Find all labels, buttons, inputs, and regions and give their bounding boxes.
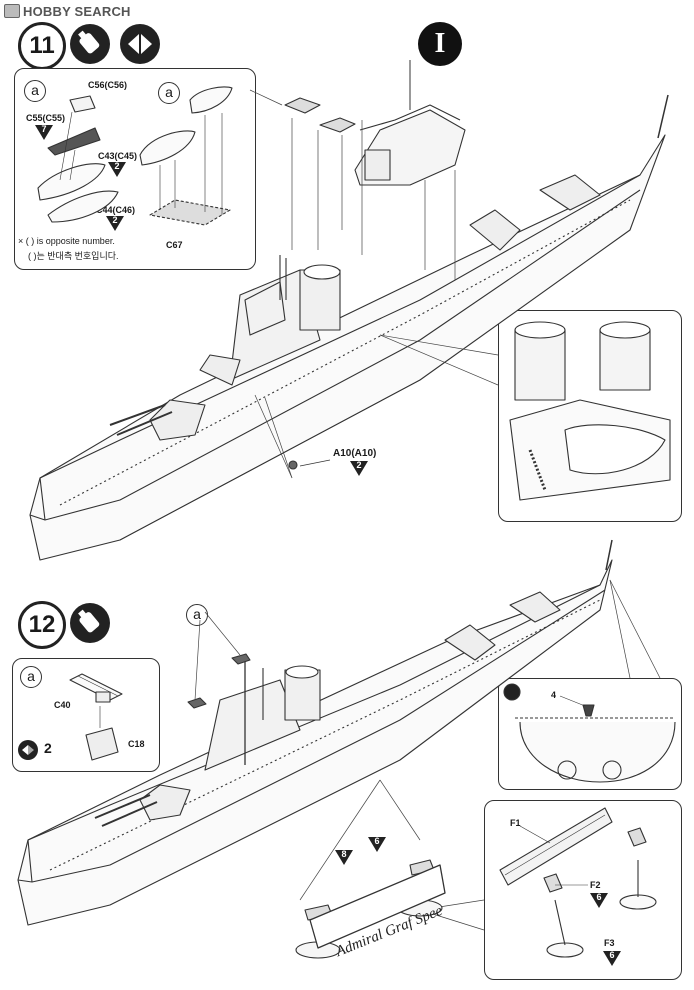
inset-a-marker-right: a xyxy=(158,82,180,104)
c40-c18-drawing xyxy=(69,673,123,761)
part-label-c67: C67 xyxy=(166,240,183,250)
paint-number-c43: 2 xyxy=(114,161,120,171)
paint-number-c44: 2 xyxy=(112,215,118,225)
stand-parts-drawing xyxy=(499,807,657,958)
paint-marker-c44 xyxy=(106,216,124,231)
stern-detail-drawing xyxy=(503,683,676,783)
step-11-exploded-deck xyxy=(284,60,466,186)
step-11-superstructure xyxy=(109,94,669,441)
step-11-guide-lines xyxy=(249,89,499,479)
step-12-inset-a-marker: a xyxy=(20,666,42,688)
paint-marker-c55 xyxy=(35,125,53,140)
step-12-superstructure xyxy=(94,591,561,827)
lifeboat-inset-drawing xyxy=(37,86,233,226)
part-label-c55: C55(C55) xyxy=(26,113,66,123)
part-label-f3: F3 xyxy=(604,938,615,948)
note-opposite-number-korean: ( )는 반대측 번호입니다. xyxy=(28,251,119,261)
inset-a-marker: a xyxy=(24,80,46,102)
part-label-f1: F1 xyxy=(510,818,521,828)
logo-icon xyxy=(4,4,20,18)
part-label-4: 4 xyxy=(551,690,557,700)
part-a10 xyxy=(288,460,298,470)
paint-number-f3: 6 xyxy=(609,950,615,960)
step-12-badge: 12 xyxy=(18,601,66,649)
paint-marker-f3 xyxy=(603,951,621,966)
hobby-search-watermark: HOBBY SEARCH xyxy=(4,4,131,19)
part-label-c44: C44(C46) xyxy=(96,205,136,215)
glue-icon xyxy=(70,24,110,64)
part-label-c56: C56(C56) xyxy=(88,80,128,90)
part-label-f2: F2 xyxy=(590,880,601,890)
paint-number-f2: 6 xyxy=(596,892,602,902)
glue-icon-step-12 xyxy=(70,603,110,643)
paint-marker-a10 xyxy=(350,461,368,476)
paint-marker-f2 xyxy=(590,893,608,908)
paint-number-a10: 2 xyxy=(356,460,362,470)
paint-number-8: 8 xyxy=(341,849,347,859)
part-label-c18: C18 xyxy=(128,739,145,749)
paint-number-6: 6 xyxy=(374,836,380,846)
part-label-c40: C40 xyxy=(54,700,71,710)
part-label-c43: C43(C45) xyxy=(98,151,138,161)
repeat-count: 2 xyxy=(44,740,52,756)
bridge-detail-drawing xyxy=(509,321,671,501)
subassembly-marker-i: I xyxy=(418,22,462,66)
paint-marker-c43 xyxy=(108,162,126,177)
display-stand-drawing xyxy=(295,859,446,959)
note-opposite-number: × ( ) is opposite number. xyxy=(18,236,115,246)
repeat-assembly-icon xyxy=(18,740,38,760)
paint-marker-8 xyxy=(335,850,353,865)
mirror-assembly-icon xyxy=(120,24,160,64)
paint-number-c55: 7 xyxy=(41,124,47,134)
paint-marker-6 xyxy=(368,837,386,852)
part-label-a10: A10(A10) xyxy=(333,448,377,459)
